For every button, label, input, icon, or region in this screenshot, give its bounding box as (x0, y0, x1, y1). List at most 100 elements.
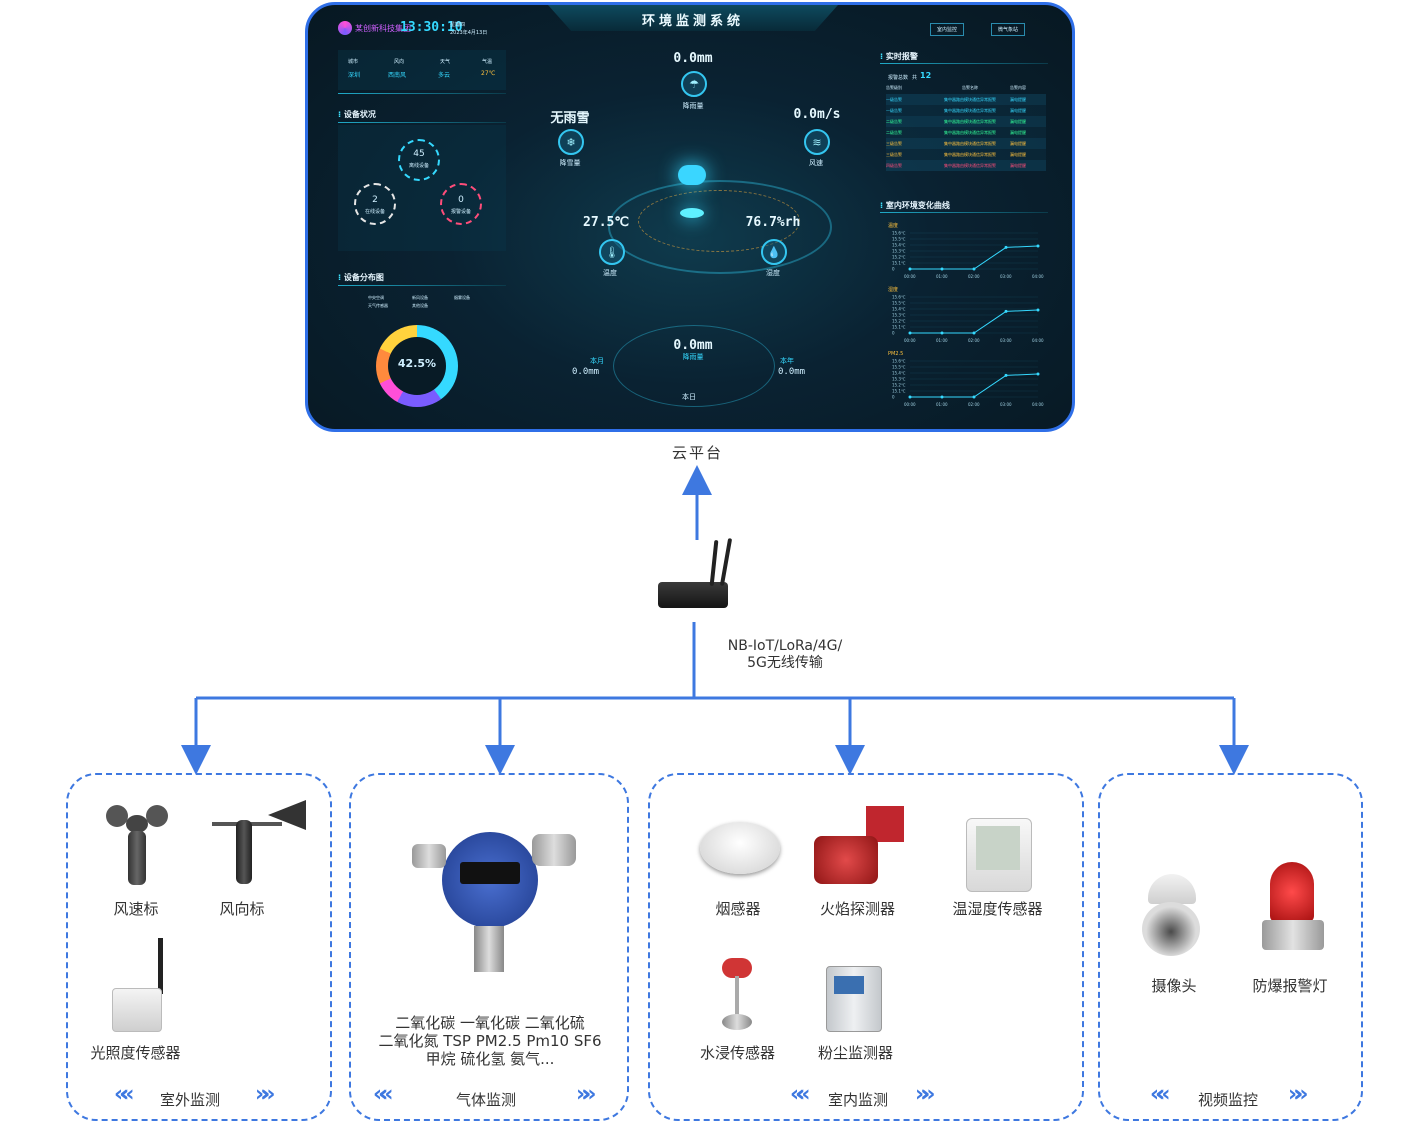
day-label: 本日 (682, 393, 696, 401)
group-title-gas: 气体监测 (456, 1091, 517, 1109)
y-tick-label: 0 (892, 267, 895, 272)
weather-station-button[interactable]: 微气象站 (991, 23, 1026, 36)
offline-count: 45 (413, 149, 425, 159)
offline-label: 离线设备 (408, 163, 429, 169)
x-tick-label: 04:00 (1032, 402, 1044, 407)
alarm-count-label: 报警总数 (888, 75, 909, 81)
alarm-row[interactable]: 二级告警集中器路由模块通信异常报警漏电提醒 (886, 127, 1046, 138)
weather-header-temp: 气温 (482, 59, 493, 65)
snow-icon: ❄ (558, 129, 584, 155)
legend-item: 天气传感器 (368, 303, 388, 308)
date: 2023年4月13日 (450, 30, 488, 36)
transmission-label: NB-IoT/LoRa/4G/ 5G无线传输 (727, 638, 843, 671)
x-tick-label: 02:00 (968, 338, 980, 343)
weather-header-weather: 天气 (440, 59, 451, 65)
alarm-header-level: 告警级别 (886, 85, 902, 90)
x-tick-label: 02:00 (968, 402, 980, 407)
cloud-platform-label: 云平台 (671, 444, 723, 462)
alarm-panel-title: 实时报警 (880, 51, 918, 62)
data-point (1036, 308, 1040, 312)
prev-arrow-icon[interactable]: «« (373, 1082, 394, 1107)
weather-condition: 多云 (438, 72, 451, 79)
indoor-monitor-button[interactable]: 室内监控 (930, 23, 965, 36)
dashboard-screen: 某创新科技集团 13:30:10 星期四 2023年4月13日 环境监测系统 室… (305, 2, 1075, 432)
cloud-icon (678, 165, 706, 185)
alarm-row[interactable]: 三级告警集中器路由模块通信异常报警漏电提醒 (886, 149, 1046, 160)
data-point (1036, 372, 1040, 376)
umbrella-icon: ☂ (681, 71, 707, 97)
divider (338, 285, 506, 286)
alarm-table-header: 告警级别 告警名称 告警内容 (886, 85, 1046, 94)
weather-wind: 西南风 (388, 72, 407, 79)
x-tick-label: 03:00 (1000, 274, 1012, 279)
alarm-row[interactable]: 一级告警集中器路由模块通信异常报警漏电提醒 (886, 94, 1046, 105)
online-label: 在线设备 (364, 209, 385, 215)
next-arrow-icon[interactable]: »» (915, 1082, 936, 1107)
y-tick-label: 15.1℃ (892, 325, 906, 330)
group-title-outdoor: 室外监测 (160, 1091, 221, 1109)
x-tick-label: 01:00 (936, 274, 948, 279)
clock-time: 13:30:10 (400, 20, 463, 35)
y-tick-label: 15.3℃ (892, 377, 906, 382)
group-title-indoor: 室内监测 (828, 1091, 889, 1109)
y-tick-label: 15.5℃ (892, 301, 906, 306)
alarm-cell-level: 四级告警 (886, 162, 902, 168)
indoor-panel-title: 室内环境变化曲线 (880, 200, 950, 211)
alarm-row[interactable]: 四级告警集中器路由模块通信异常报警漏电提醒 (886, 160, 1046, 171)
y-tick-label: 15.4℃ (892, 371, 906, 376)
gas-detector-image (412, 822, 580, 972)
distribution-percent: 42.5% (397, 357, 437, 370)
y-tick-label: 0 (892, 395, 895, 400)
x-tick-label: 02:00 (968, 274, 980, 279)
temp-humidity-sensor-image (966, 818, 1032, 892)
device-label: 风速标 (113, 900, 159, 918)
weather-panel: 城市 风向 天气 气温 深圳 西南风 多云 27℃ (338, 50, 506, 90)
device-label: 水浸传感器 (699, 1044, 775, 1062)
alarm-cell-level: 二级告警 (886, 118, 902, 124)
indoor-chart-label: PM2.5 (888, 351, 903, 357)
prev-arrow-icon[interactable]: «« (1150, 1082, 1171, 1107)
next-arrow-icon[interactable]: »» (255, 1082, 276, 1107)
data-point (1004, 245, 1008, 249)
device-label: 防爆报警灯 (1252, 977, 1328, 995)
alarm-cell-name: 集中器路由模块通信异常报警 (944, 151, 996, 157)
prev-arrow-icon[interactable]: «« (114, 1082, 135, 1107)
water-leak-sensor-image (708, 958, 764, 1034)
group-video (1098, 773, 1363, 1121)
legend-item: 新风设备 (412, 295, 428, 300)
flame-detector-image (812, 806, 906, 890)
alarm-row[interactable]: 一级告警集中器路由模块通信异常报警漏电提醒 (886, 105, 1046, 116)
alarm-cell-content: 漏电提醒 (1010, 107, 1026, 113)
y-tick-label: 0 (892, 331, 895, 336)
data-point (940, 395, 944, 399)
device-label: 火焰探测器 (819, 900, 895, 918)
x-tick-label: 03:00 (1000, 338, 1012, 343)
alarm-cell-content: 漏电提醒 (1010, 140, 1026, 146)
thermometer-icon: 🌡 (599, 239, 625, 265)
data-point (908, 267, 912, 271)
divider (338, 93, 506, 94)
alarm-cell-name: 集中器路由模块通信异常报警 (944, 140, 996, 146)
brand-name: 某创新科技集团 (355, 24, 411, 33)
alarm-cell-name: 集中器路由模块通信异常报警 (944, 162, 996, 168)
device-label: 烟感器 (715, 900, 761, 918)
alarm-cell-level: 二级告警 (886, 129, 902, 135)
alarm-row[interactable]: 二级告警集中器路由模块通信异常报警漏电提醒 (886, 116, 1046, 127)
y-tick-label: 15.6℃ (892, 231, 906, 236)
online-count: 2 (372, 195, 378, 205)
y-tick-label: 15.3℃ (892, 313, 906, 318)
next-arrow-icon[interactable]: »» (576, 1082, 597, 1107)
alarm-cell-level: 三级告警 (886, 151, 902, 157)
alarm-table: 告警级别 告警名称 告警内容 一级告警集中器路由模块通信异常报警漏电提醒一级告警… (886, 85, 1046, 171)
next-arrow-icon[interactable]: »» (1288, 1082, 1309, 1107)
rain-top-value: 0.0mm (673, 51, 713, 66)
wind-icon: ≋ (804, 129, 830, 155)
alarm-row[interactable]: 三级告警集中器路由模块通信异常报警漏电提醒 (886, 138, 1046, 149)
alarm-count: 12 (920, 71, 932, 80)
prev-arrow-icon[interactable]: «« (790, 1082, 811, 1107)
month-label: 本月 (590, 357, 604, 365)
data-point (1004, 373, 1008, 377)
x-tick-label: 00:00 (904, 338, 916, 343)
data-point (1004, 309, 1008, 313)
weather-header-wind: 风向 (394, 59, 405, 65)
